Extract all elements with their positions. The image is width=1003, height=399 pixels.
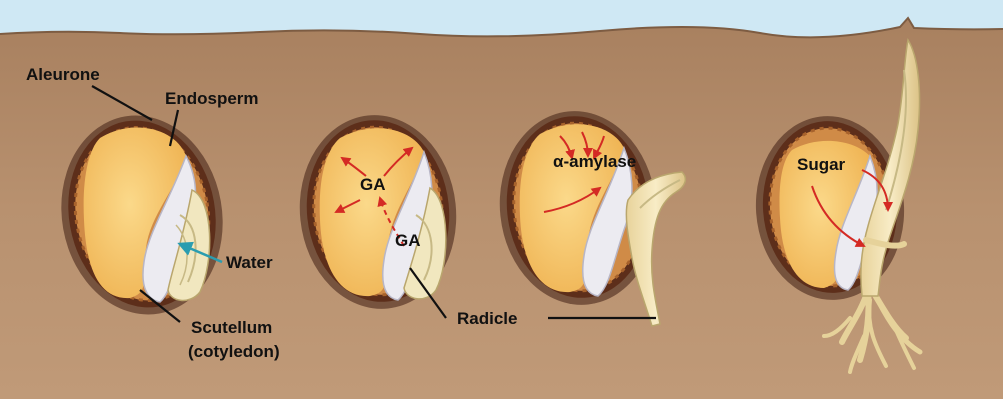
label-endosperm: Endosperm [165, 89, 259, 108]
label-water: Water [226, 253, 273, 272]
label-ga-embryo: GA [395, 231, 421, 250]
label-sugar: Sugar [797, 155, 846, 174]
label-radicle: Radicle [457, 309, 517, 328]
label-scutellum: Scutellum [191, 318, 272, 337]
label-aleurone: Aleurone [26, 65, 100, 84]
label-amylase: α-amylase [553, 152, 636, 171]
label-cotyledon: (cotyledon) [188, 342, 280, 361]
label-ga-top: GA [360, 175, 386, 194]
